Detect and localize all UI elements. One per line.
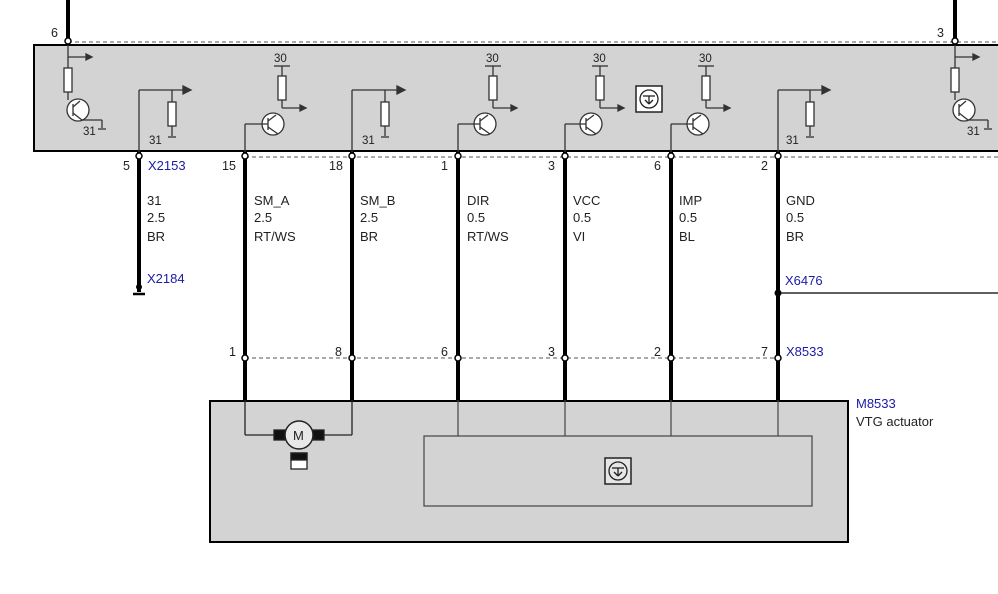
cu-supply-label-3: 30 xyxy=(593,53,606,65)
connector-ground-point: X2184 xyxy=(147,271,185,286)
connector-control-unit: X2153 xyxy=(148,158,186,173)
wire-vcc-size: 0.5 xyxy=(573,210,591,225)
cu-right-stage xyxy=(950,37,992,130)
wire-sm-a-signal: SM_A xyxy=(254,193,290,208)
act-pin-1: 1 xyxy=(229,345,236,359)
cu-pin-1: 1 xyxy=(441,159,448,173)
cu-sm-b-stage xyxy=(351,84,407,152)
cu-supply-label-4: 30 xyxy=(699,53,712,65)
wire-gnd-size: 0.5 xyxy=(786,210,804,225)
motor-symbol xyxy=(244,400,353,470)
top-pin-left: 6 xyxy=(51,26,58,40)
ground-point-symbol xyxy=(133,284,145,296)
wire-31-size: 2.5 xyxy=(147,210,165,225)
cu-ground-label-3: 31 xyxy=(362,135,375,147)
connector-splice: X6476 xyxy=(785,273,823,288)
wire-dir-size: 0.5 xyxy=(467,210,485,225)
wire-imp-signal: IMP xyxy=(679,193,702,208)
control-unit-housing xyxy=(33,44,998,152)
cu-ground-label-2: 31 xyxy=(149,135,162,147)
cu-ground-label-1: 31 xyxy=(83,126,96,138)
wire-gnd-color: BR xyxy=(786,229,804,244)
act-pin-3: 3 xyxy=(548,345,555,359)
actuator-internal-wires xyxy=(457,400,779,436)
wire-labels: 31 2.5 BR SM_A 2.5 RT/WS SM_B 2.5 BR DIR… xyxy=(147,193,815,244)
top-pin-right: 3 xyxy=(937,26,944,40)
cu-gnd-stage xyxy=(777,84,832,152)
cu-pin-3: 3 xyxy=(548,159,555,173)
wire-dir-color: RT/WS xyxy=(467,229,509,244)
wire-31-color: BR xyxy=(147,229,165,244)
cu-ground-label-4: 31 xyxy=(786,135,799,147)
act-pin-2: 2 xyxy=(654,345,661,359)
cu-pin-2: 2 xyxy=(761,159,768,173)
motor-letter: M xyxy=(293,428,304,443)
wire-vcc-signal: VCC xyxy=(573,193,600,208)
wire-imp-color: BL xyxy=(679,229,695,244)
wire-sm-b-signal: SM_B xyxy=(360,193,395,208)
wire-sm-b-color: BR xyxy=(360,229,378,244)
cu-pin-6: 6 xyxy=(654,159,661,173)
cu-pin-terminals xyxy=(135,152,782,160)
wire-dir-signal: DIR xyxy=(467,193,489,208)
cu-supply-label-2: 30 xyxy=(486,53,499,65)
cu-supply-label-1: 30 xyxy=(274,53,287,65)
act-pin-8: 8 xyxy=(335,345,342,359)
wire-sm-a-size: 2.5 xyxy=(254,210,272,225)
wire-sm-b-size: 2.5 xyxy=(360,210,378,225)
act-pin-6: 6 xyxy=(441,345,448,359)
connector-actuator-plug: X8533 xyxy=(786,344,824,359)
cu-pin-18: 18 xyxy=(329,159,343,173)
cu-sm-a-driver xyxy=(244,65,308,152)
cu-vcc-driver xyxy=(564,65,626,152)
wire-imp-size: 0.5 xyxy=(679,210,697,225)
cu-ground-label-5: 31 xyxy=(967,126,980,138)
cu-semiconductor-icon xyxy=(635,85,663,113)
actuator-semiconductor-icon xyxy=(604,457,632,485)
cu-pin-5: 5 xyxy=(123,159,130,173)
cu-dir-driver xyxy=(457,65,519,152)
cu-imp-driver xyxy=(670,65,732,152)
cu-pin-15: 15 xyxy=(222,159,236,173)
wire-vcc-color: VI xyxy=(573,229,585,244)
wire-31-signal: 31 xyxy=(147,193,161,208)
act-pin-terminals xyxy=(241,354,782,362)
harness-wires xyxy=(137,152,780,400)
wire-gnd-signal: GND xyxy=(786,193,815,208)
act-pin-7: 7 xyxy=(761,345,768,359)
actuator-name: VTG actuator xyxy=(856,414,934,429)
wire-sm-a-color: RT/WS xyxy=(254,229,296,244)
actuator-id: M8533 xyxy=(856,396,896,411)
cu-ground-stage-5 xyxy=(138,84,193,152)
cu-left-stage xyxy=(63,37,106,130)
